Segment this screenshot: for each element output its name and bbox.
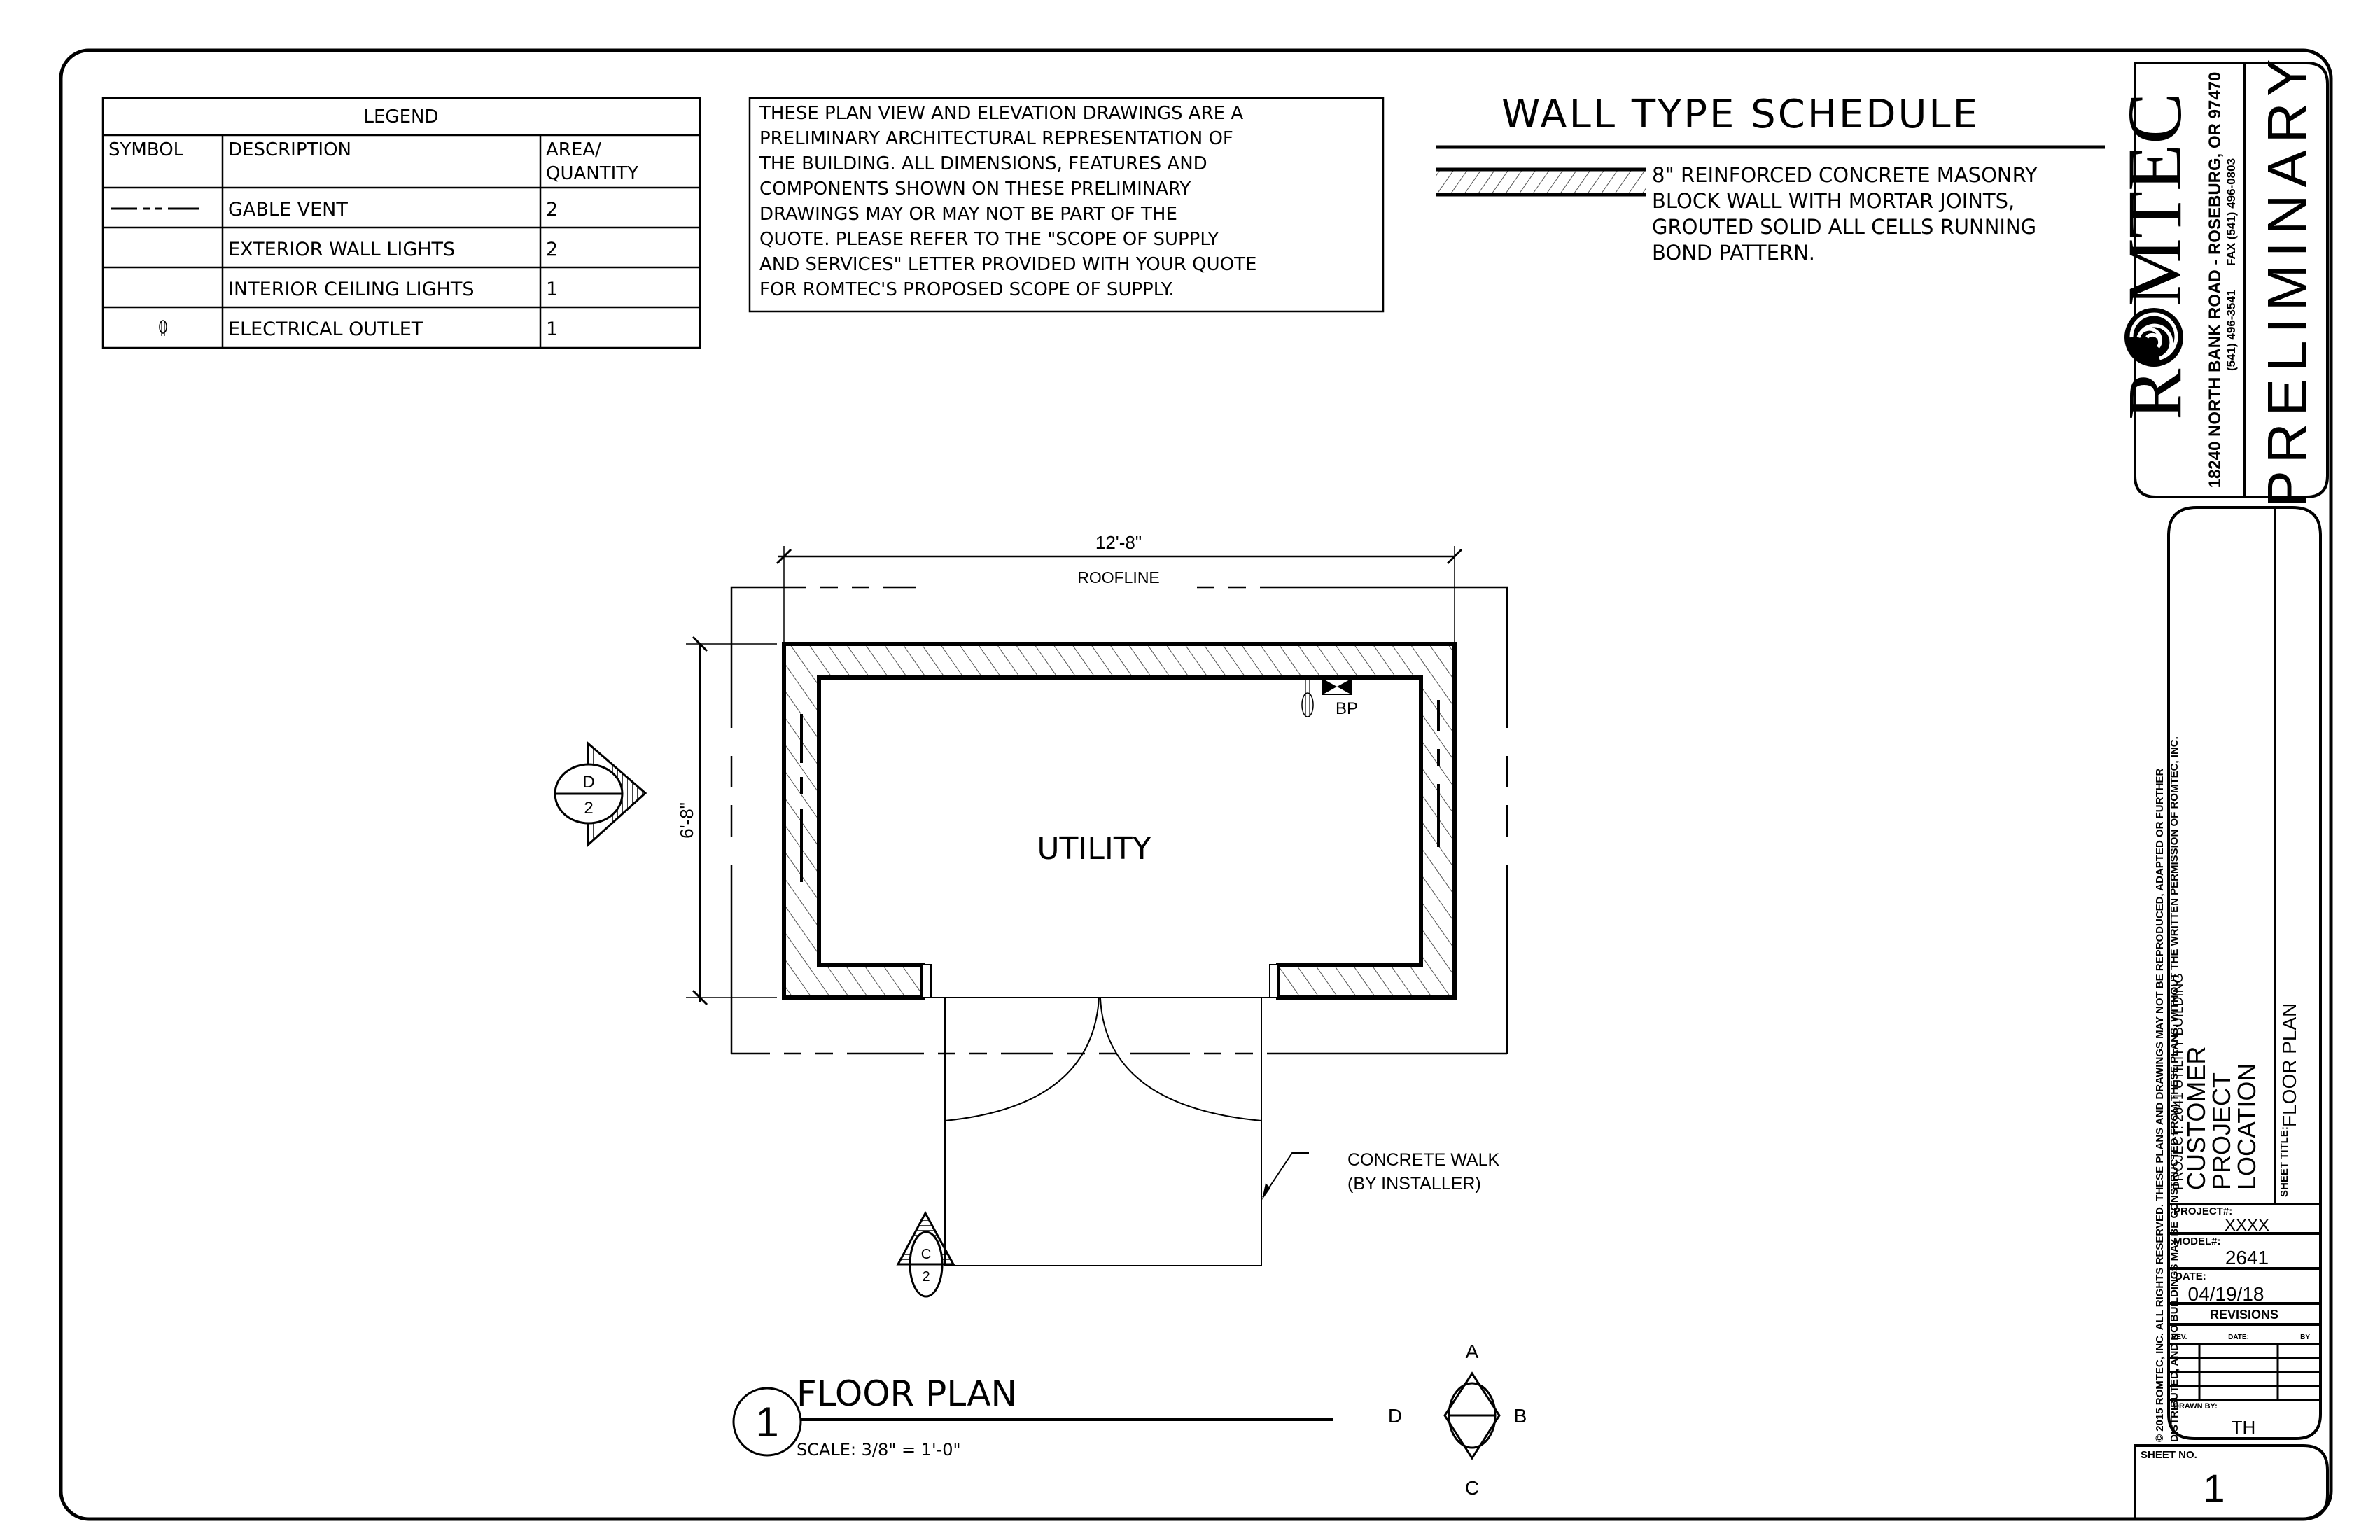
section-d-letter: D [582, 773, 594, 792]
romtec-spiral-logo-icon [2124, 308, 2183, 367]
note-line: AND SERVICES" LETTER PROVIDED WITH YOUR … [760, 254, 1256, 275]
legend-row-quantity: 1 [546, 318, 558, 340]
floor-plan: 12'-8" [554, 532, 1508, 1298]
legend-title: LEGEND [364, 106, 439, 127]
model-label: MODEL#: [2174, 1236, 2221, 1247]
customer-text: CUSTOMER [2182, 1046, 2211, 1190]
outlet-symbol-icon [159, 320, 167, 336]
legend-row-description: INTERIOR CEILING LIGHTS [228, 279, 474, 300]
compass-bottom: C [1465, 1477, 1479, 1499]
legend-header-symbol: SYMBOL [108, 139, 184, 160]
compass-left: D [1388, 1405, 1402, 1427]
model-value: 2641 [2225, 1247, 2269, 1268]
concrete-walk [944, 997, 1262, 1266]
wall-schedule-line: GROUTED SOLID ALL CELLS RUNNING [1652, 215, 2036, 239]
width-dim-label: 12'-8" [1096, 532, 1142, 553]
room-label: UTILITY [1037, 831, 1151, 867]
width-dimension: 12'-8" [776, 532, 1463, 643]
legend-header-description: DESCRIPTION [228, 139, 351, 160]
bp-label: BP [1336, 699, 1358, 718]
drawing-number: 1 [755, 1399, 778, 1446]
legend-row-quantity: 2 [546, 239, 558, 260]
location-text: LOCATION [2232, 1063, 2261, 1190]
project-text: PROJECT [2207, 1072, 2236, 1190]
section-d-sheet: 2 [584, 799, 593, 818]
project-no-label: PROJECT#: [2174, 1205, 2232, 1217]
roofline [730, 586, 1508, 1055]
logo-r: R [2112, 368, 2197, 420]
compass-right: B [1514, 1405, 1527, 1427]
height-dimension: 6'-8" [676, 636, 777, 1006]
copyright-line-2: DISTRIBUTED, AND NO BUILDINGS MAY BE CON… [2169, 736, 2180, 1442]
company-phone: (541) 496-3541 [2225, 290, 2238, 371]
note-line: THE BUILDING. ALL DIMENSIONS, FEATURES A… [759, 153, 1208, 174]
walk-label-1: CONCRETE WALK [1348, 1150, 1499, 1170]
wall-schedule-line: BOND PATTERN. [1652, 241, 1815, 265]
section-marker-d[interactable]: D 2 [554, 741, 648, 848]
legend-header-qty-1: AREA/ [546, 139, 601, 160]
company-fax: FAX (541) 496-0803 [2225, 158, 2238, 266]
revisions-label: REVISIONS [2210, 1308, 2278, 1322]
note-line: THESE PLAN VIEW AND ELEVATION DRAWINGS A… [759, 103, 1243, 124]
note-line: DRAWINGS MAY OR MAY NOT BE PART OF THE [760, 204, 1177, 225]
wall-schedule-title: WALL TYPE SCHEDULE [1502, 92, 1980, 137]
drawing-title: 1 FLOOR PLAN SCALE: 3/8" = 1'-0" [732, 1373, 1333, 1460]
note-line: PRELIMINARY ARCHITECTURAL REPRESENTATION… [760, 128, 1233, 149]
section-marker-c[interactable]: C 2 [896, 1210, 955, 1298]
wall-schedule-line: 8" REINFORCED CONCRETE MASONRY [1652, 163, 2038, 187]
copyright-line-1: © 2015 ROMTEC, INC. ALL RIGHTS RESERVED.… [2154, 769, 2166, 1442]
note-line: QUOTE. PLEASE REFER TO THE "SCOPE OF SUP… [760, 229, 1219, 250]
masonry-wall-hatch-icon [1436, 167, 1646, 197]
preliminary-note: THESE PLAN VIEW AND ELEVATION DRAWINGS A… [748, 97, 1385, 313]
drawn-by-label: DRAWN BY: [2174, 1402, 2218, 1410]
date-label: DATE: [2175, 1270, 2206, 1282]
preliminary-stamp: PRELIMINARY [2256, 52, 2318, 508]
building-walls [782, 642, 1457, 1000]
walk-callout: CONCRETE WALK (BY INSTALLER) [1262, 1150, 1499, 1200]
legend-header-qty-2: QUANTITY [546, 163, 638, 184]
walk-label-2: (BY INSTALLER) [1348, 1174, 1481, 1194]
sheet-border [59, 48, 2333, 1521]
legend-row-description: GABLE VENT [228, 199, 348, 220]
section-c-sheet: 2 [922, 1269, 930, 1284]
logo-mtec: MTEC [2112, 92, 2197, 307]
rev-header-date: DATE: [2228, 1334, 2249, 1341]
date-value: 04/19/18 [2188, 1283, 2264, 1305]
breaker-panel-icon [1322, 678, 1352, 695]
company-address: 18240 NORTH BANK ROAD - ROSEBURG, OR 974… [2206, 72, 2225, 489]
drawing-title-text: FLOOR PLAN [797, 1373, 1017, 1414]
project-no-value: XXXX [2225, 1216, 2269, 1235]
sheet-title-label: SHEET TITLE: [2278, 1126, 2290, 1197]
wall-type-schedule: WALL TYPE SCHEDULE 8" REINFORCED CONCRET… [1436, 92, 2105, 265]
note-line: COMPONENTS SHOWN ON THESE PRELIMINARY [760, 178, 1191, 200]
drawing-scale: SCALE: 3/8" = 1'-0" [797, 1440, 961, 1460]
compass-top: A [1466, 1340, 1479, 1362]
elevation-key-icon: A B C D [1388, 1340, 1527, 1499]
wall-schedule-line: BLOCK WALL WITH MORTAR JOINTS, [1652, 189, 2015, 213]
note-line: FOR ROMTEC'S PROPOSED SCOPE OF SUPPLY. [760, 279, 1175, 300]
sheet-no-value: 1 [2203, 1466, 2225, 1510]
rev-header-by: BY [2300, 1334, 2310, 1341]
sheet-title: FLOOR PLAN [2278, 1003, 2300, 1127]
height-dim-label: 6'-8" [676, 802, 697, 839]
title-block: R MTEC 18240 NORTH BANK ROAD - ROSEBURG,… [2112, 52, 2329, 1520]
section-c-letter: C [921, 1247, 931, 1262]
roofline-label: ROOFLINE [1077, 568, 1160, 587]
legend-table: LEGEND SYMBOL DESCRIPTION AREA/ QUANTITY… [102, 97, 701, 349]
rev-header-rev: REV. [2171, 1334, 2188, 1341]
project-label: PROJECT: 2641 UTILITY BUILDING [2171, 973, 2186, 1190]
legend-row-quantity: 1 [546, 279, 558, 300]
drawn-by-value: TH [2232, 1417, 2256, 1438]
legend-row-description: EXTERIOR WALL LIGHTS [228, 239, 455, 260]
legend-row-quantity: 2 [546, 199, 558, 220]
legend-row-description: ELECTRICAL OUTLET [228, 318, 424, 340]
outlet-icon [1301, 678, 1314, 718]
sheet-no-label: SHEET NO. [2141, 1449, 2197, 1461]
